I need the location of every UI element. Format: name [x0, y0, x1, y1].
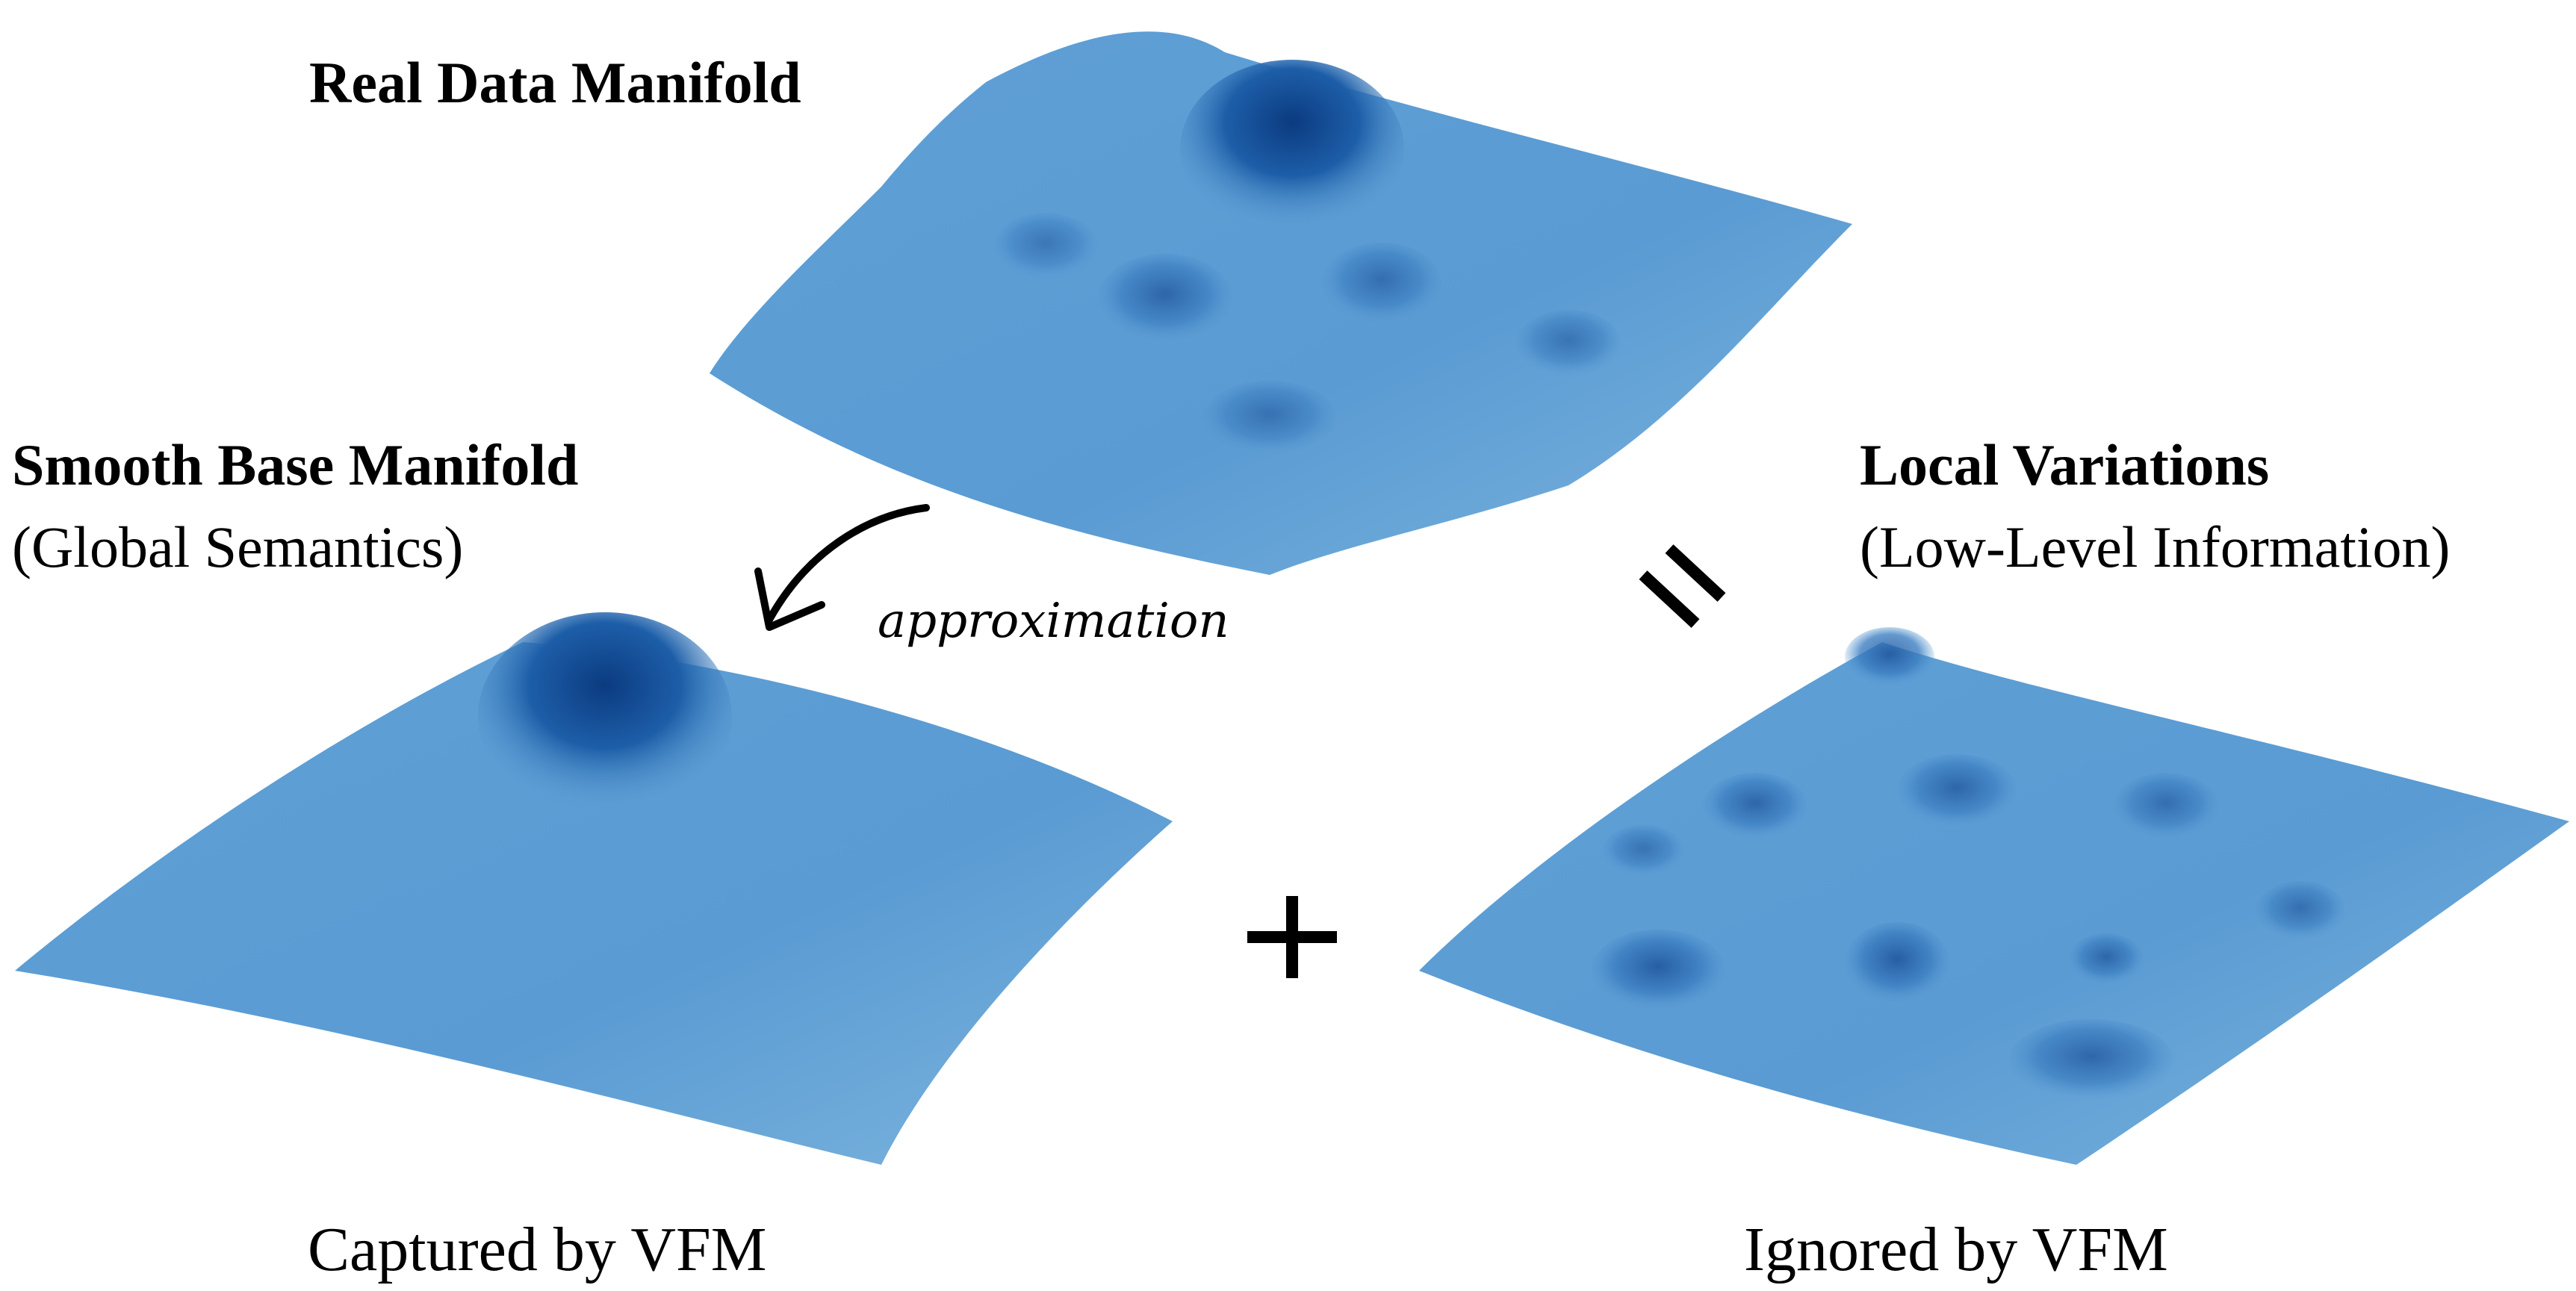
local-variations-title: Local Variations: [1860, 432, 2270, 497]
smooth-base-manifold-subtitle: (Global Semantics): [12, 514, 464, 579]
local-variations-subtitle: (Low-Level Information): [1860, 514, 2451, 579]
smooth-base-manifold-surface: [15, 612, 1173, 1165]
local-variations-surface: [1419, 627, 2569, 1165]
smooth-base-manifold-title: Smooth Base Manifold: [12, 432, 579, 497]
approximation-label: approximation: [878, 594, 1229, 649]
ignored-by-vfm-caption: Ignored by VFM: [1744, 1215, 2168, 1284]
approximation-arrow: [754, 504, 930, 631]
real-data-manifold-surface: [710, 31, 1852, 575]
captured-by-vfm-caption: Captured by VFM: [308, 1215, 767, 1284]
equals-sign: [1639, 544, 1726, 628]
real-data-manifold-title: Real Data Manifold: [309, 50, 801, 115]
plus-sign: [1247, 896, 1337, 978]
